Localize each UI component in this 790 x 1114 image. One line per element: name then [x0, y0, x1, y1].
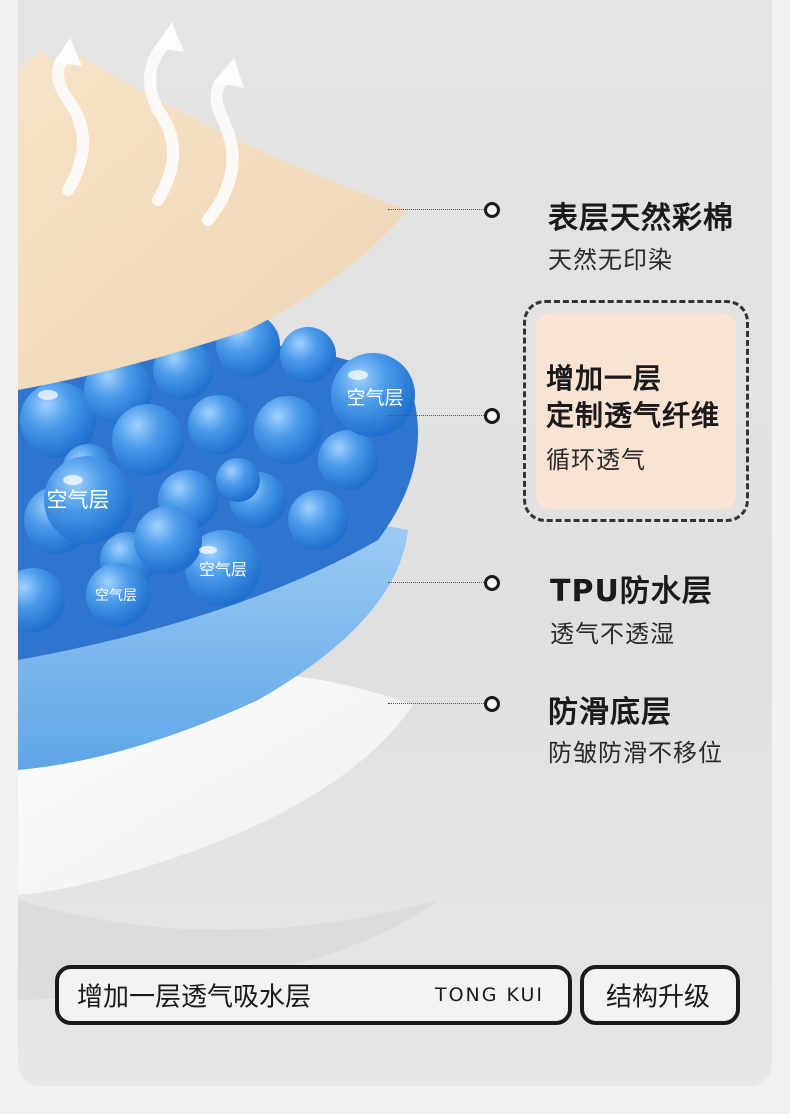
- leader-line: [388, 703, 488, 704]
- layer-title-line-1: 增加一层: [546, 362, 663, 395]
- layer-subtitle: 透气不透湿: [550, 620, 675, 648]
- layer-title: TPU防水层: [550, 574, 713, 609]
- leader-line: [388, 582, 488, 583]
- highlight-box: [523, 300, 749, 522]
- steam-arrow-icon: [144, 34, 179, 206]
- highlight-box-fill: [536, 313, 736, 509]
- air-layer-label: 空气层: [346, 387, 403, 409]
- air-layer-label: 空气层: [95, 588, 137, 604]
- layer-title: 表层天然彩棉: [548, 201, 734, 236]
- leader-line: [388, 415, 488, 416]
- layer-title-line-2: 定制透气纤维: [546, 399, 721, 432]
- air-layer-label: 空气层: [47, 488, 110, 512]
- brand-name: TONG KUI: [435, 984, 544, 1006]
- layer-title: 防滑底层: [548, 695, 672, 730]
- callout-dot: [484, 696, 500, 712]
- steam-arrows: [52, 34, 239, 226]
- upgrade-badge: 结构升级: [580, 965, 740, 1025]
- product-card: 空气层 空气层 空气层 空气层 表层天然彩棉 天然无印染 增加一层 定制透气纤维…: [18, 0, 772, 1086]
- leader-line: [388, 209, 488, 210]
- layer-subtitle: 循环透气: [546, 446, 646, 474]
- layer-subtitle: 天然无印染: [548, 246, 673, 274]
- layer-illustration: 空气层 空气层 空气层 空气层: [18, 22, 438, 1000]
- callout-dot: [484, 575, 500, 591]
- air-bubble-layer: 空气层 空气层 空气层 空气层: [18, 313, 418, 660]
- callout-dot: [484, 408, 500, 424]
- layer-subtitle: 防皱防滑不移位: [548, 739, 723, 767]
- feature-banner-text: 增加一层透气吸水层: [77, 982, 312, 1013]
- steam-arrow-icon: [52, 49, 89, 196]
- air-layer-label: 空气层: [199, 560, 247, 579]
- steam-arrow-icon: [202, 69, 239, 226]
- upgrade-badge-text: 结构升级: [606, 982, 711, 1013]
- callout-dot: [484, 202, 500, 218]
- feature-banner: 增加一层透气吸水层 TONG KUI: [55, 965, 572, 1025]
